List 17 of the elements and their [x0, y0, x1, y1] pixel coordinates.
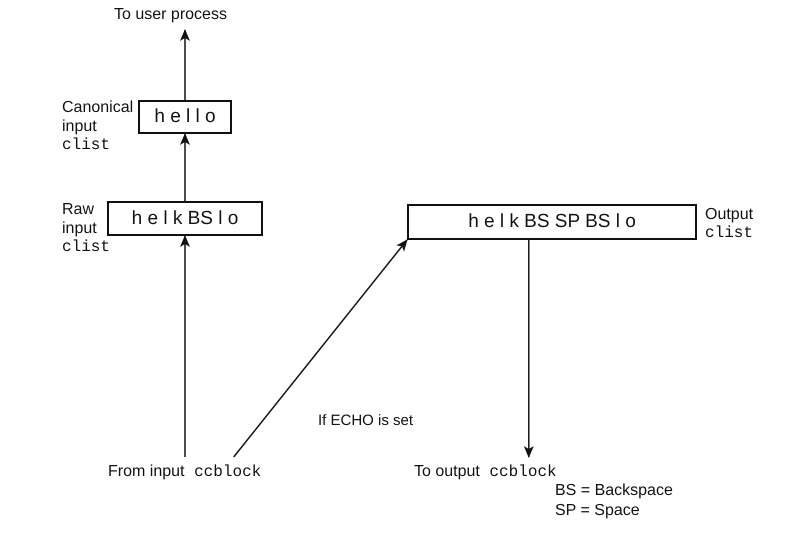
- arrow: [180, 133, 190, 201]
- arrow: [524, 240, 534, 458]
- legend-note: BS = Backspace: [555, 482, 673, 500]
- legend-note: SP = Space: [555, 502, 640, 520]
- arrow: [233, 239, 408, 458]
- arrow: [180, 235, 190, 457]
- arrow: [180, 29, 190, 100]
- list-box: h e l k BS l o: [107, 201, 263, 236]
- list-caption: clist: [62, 136, 112, 155]
- list-box: h e l l o: [138, 100, 232, 134]
- flow-text: To output ccblock: [414, 463, 557, 481]
- flow-text: From input ccblock: [108, 463, 262, 481]
- list-caption: clist: [705, 224, 754, 243]
- flow-text: To user process: [114, 6, 227, 24]
- list-caption: Output: [705, 205, 754, 224]
- list-box: h e l k BS SP BS l o: [407, 204, 697, 240]
- list-caption: clist: [62, 238, 106, 257]
